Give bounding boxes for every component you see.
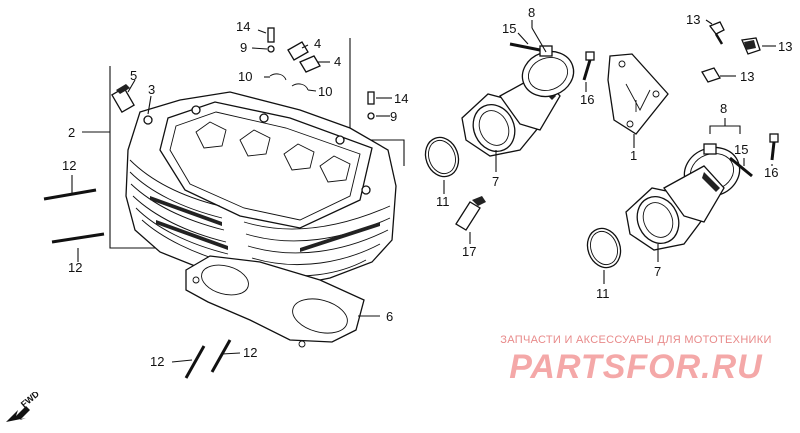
callout: 16 <box>580 92 594 107</box>
o-ring-right <box>586 227 622 284</box>
callout: 17 <box>462 244 476 259</box>
callout: 4 <box>314 36 321 51</box>
watermark-logo: PARTSFOR.RU <box>509 348 763 386</box>
callout: 7 <box>654 264 661 279</box>
fwd-label: FWD <box>19 392 42 410</box>
callout: 14 <box>236 19 250 34</box>
callout: 15 <box>734 142 748 157</box>
callout: 11 <box>596 286 610 301</box>
callout: 2 <box>68 125 75 140</box>
callout: 13 <box>740 69 754 84</box>
callout: 9 <box>390 109 397 124</box>
callout: 13 <box>778 39 792 54</box>
stud-bolts <box>43 175 241 379</box>
callout-labels: 14 9 4 4 10 10 5 3 2 12 12 12 12 14 9 6 … <box>62 5 792 369</box>
head-gasket <box>185 255 380 348</box>
callout: 5 <box>130 68 137 83</box>
callout: 9 <box>240 40 247 55</box>
o-ring-left <box>424 136 460 194</box>
hose-clamp-top <box>509 20 575 98</box>
cylinder-head <box>82 38 405 287</box>
callout: 8 <box>528 5 535 20</box>
callout: 12 <box>243 345 257 360</box>
callout: 12 <box>62 158 76 173</box>
callout: 11 <box>436 194 450 209</box>
fwd-arrow-icon <box>6 406 30 422</box>
callout: 15 <box>502 21 516 36</box>
bolt-16-top <box>582 51 595 92</box>
callout: 8 <box>720 101 727 116</box>
callout: 6 <box>386 309 393 324</box>
callout: 12 <box>150 354 164 369</box>
callout: 12 <box>68 260 82 275</box>
screws-13 <box>701 19 776 83</box>
callout: 16 <box>764 165 778 180</box>
cover-plate <box>607 53 669 148</box>
small-fasteners <box>251 27 392 120</box>
spark-plug <box>455 196 486 244</box>
callout: 1 <box>630 148 637 163</box>
valve-seal <box>111 79 153 125</box>
forward-direction-indicator: FWD <box>4 388 64 431</box>
callout: 10 <box>238 69 252 84</box>
callout: 3 <box>148 82 155 97</box>
callout: 4 <box>334 54 341 69</box>
watermark-caption: ЗАПЧАСТИ И АКСЕССУАРЫ ДЛЯ МОТОТЕХНИКИ <box>500 334 772 346</box>
callout: 13 <box>686 12 700 27</box>
callout: 14 <box>394 91 408 106</box>
callout: 7 <box>492 174 499 189</box>
carburetor-insulator-right <box>625 165 725 262</box>
callout: 10 <box>318 84 332 99</box>
